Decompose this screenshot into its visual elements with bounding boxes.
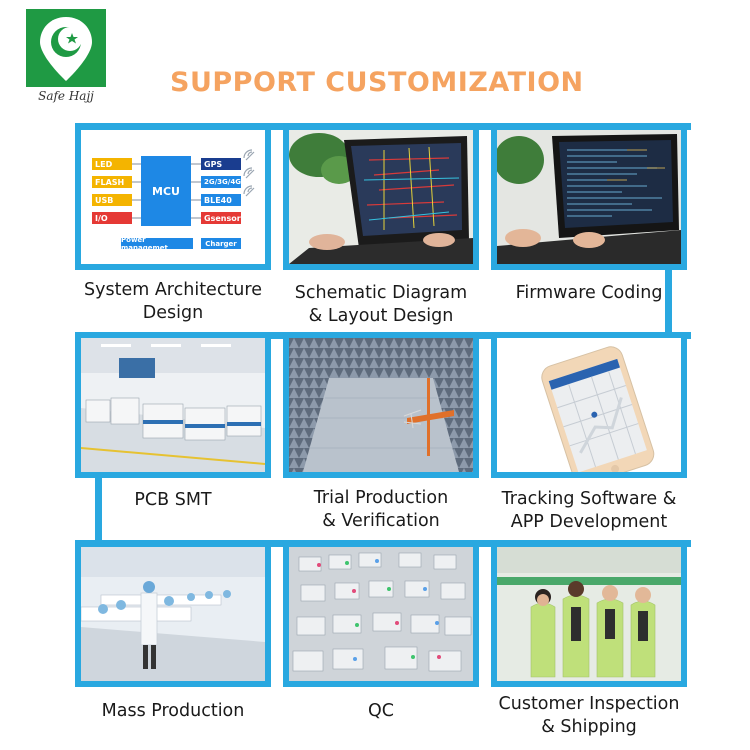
step-caption: System Architecture Design [84, 280, 262, 323]
step-image-inspection [491, 541, 687, 687]
step-image-schematic [283, 124, 479, 270]
antenna-icons [132, 149, 255, 219]
step-caption: Trial Production & Verification [313, 488, 449, 531]
arch-block-network: 2G/3G/4G [201, 176, 241, 188]
brand-logo [26, 9, 106, 87]
step-caption: Customer Inspection & Shipping [498, 694, 680, 737]
step-image-firmware [491, 124, 687, 270]
step-caption: Schematic Diagram & Layout Design [294, 283, 468, 326]
step-caption: QC [368, 701, 394, 721]
step-image-tracking-app [491, 332, 687, 478]
arch-block-flash: FLASH [92, 176, 132, 188]
step-image-mass-production [75, 541, 271, 687]
step-image-architecture: LED FLASH USB I/O MCU GPS 2G/3G/4G BLE40… [75, 124, 271, 270]
arch-block-usb: USB [92, 194, 132, 206]
arch-block-gsensor: Gsensor [201, 212, 241, 224]
step-image-qc [283, 541, 479, 687]
location-pin-icon [40, 17, 92, 81]
step-caption: Mass Production [101, 701, 245, 721]
arch-block-mcu: MCU [141, 156, 191, 226]
arch-block-led: LED [92, 158, 132, 170]
arch-block-charger: Charger [201, 238, 241, 249]
step-caption: Tracking Software & APP Development [501, 489, 677, 532]
step-caption: PCB SMT [134, 490, 212, 510]
step-image-pcb-smt [75, 332, 271, 478]
step-caption: Firmware Coding [515, 283, 663, 303]
arch-block-gps: GPS [201, 158, 241, 170]
brand-name: Safe Hajj [38, 89, 94, 103]
arch-block-io: I/O [92, 212, 132, 224]
page-title: SUPPORT CUSTOMIZATION [170, 67, 584, 98]
arch-block-ble: BLE40 [201, 194, 241, 206]
step-image-trial [283, 332, 479, 478]
arch-block-power: Power managemet [121, 236, 193, 252]
